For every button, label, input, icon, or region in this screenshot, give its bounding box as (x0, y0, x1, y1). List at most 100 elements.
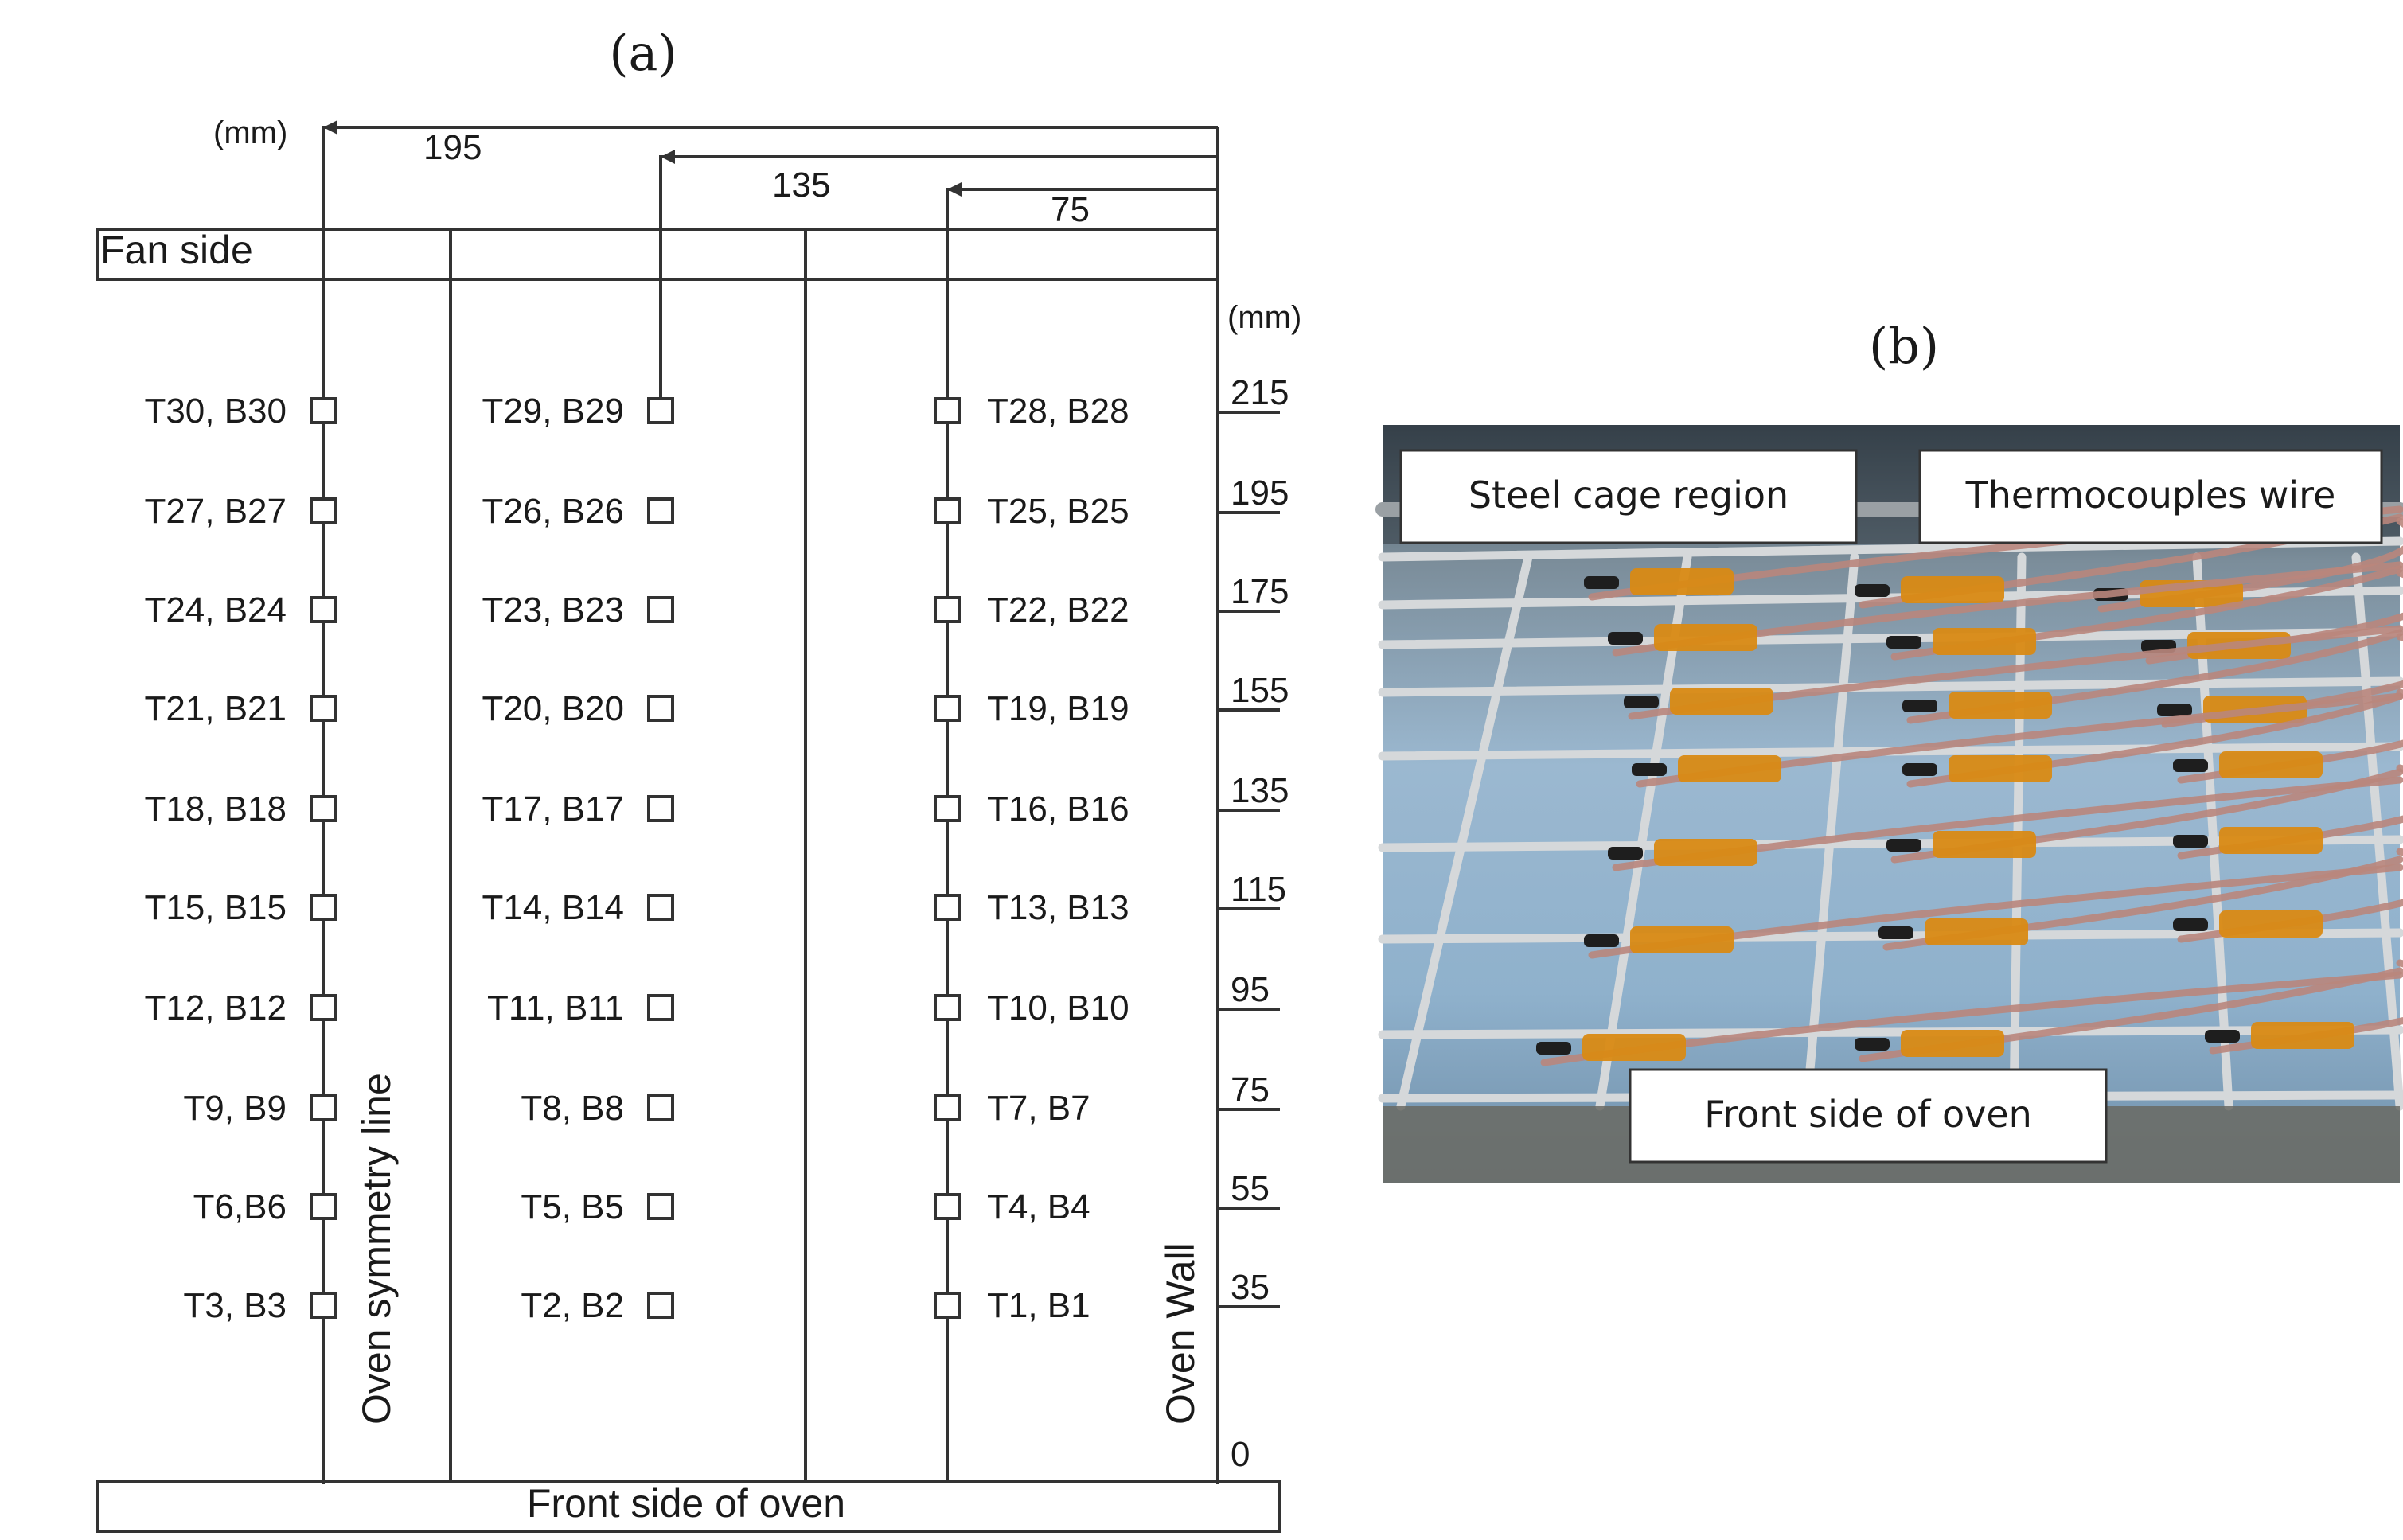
sensor-left-6: T15, B15 (144, 888, 337, 927)
sensor-marker (647, 596, 674, 623)
sensor-label: T8, B8 (521, 1089, 624, 1128)
sensor-marker (647, 1292, 674, 1319)
sensor-right-3: T22, B22 (934, 591, 1129, 630)
sensor-left-7: T12, B12 (144, 988, 337, 1027)
front-side-box (96, 1480, 1281, 1533)
sensor-marker (647, 497, 674, 524)
symmetry-label: Oven symmetry line (354, 1073, 399, 1425)
sensor-right-4: T19, B19 (934, 689, 1129, 728)
sensor-label: T3, B3 (183, 1286, 287, 1325)
panel-a: (a) (mm) 195 135 75 Fan side Oven symmet… (96, 24, 1301, 1533)
wall-unit-label: (mm) (1227, 300, 1301, 335)
distance-label-195: 195 (423, 128, 482, 167)
wall-scale-label: 35 (1231, 1268, 1270, 1307)
sensor-marker (310, 397, 337, 424)
sensor-right-1: T28, B28 (934, 392, 1129, 431)
sensor-marker (934, 1292, 961, 1319)
sensor-marker (934, 695, 961, 722)
sensor-label: T5, B5 (521, 1187, 624, 1226)
sensor-marker (934, 1193, 961, 1220)
sensor-label: T20, B20 (482, 689, 624, 728)
sensor-label: T27, B27 (144, 492, 287, 531)
wall-scale-label: 215 (1231, 373, 1289, 412)
sensor-label: T4, B4 (987, 1187, 1090, 1226)
sensor-marker (310, 497, 337, 524)
arrow-heads (323, 120, 962, 197)
sensor-label: T11, B11 (487, 988, 624, 1027)
sensor-label: T28, B28 (987, 392, 1129, 431)
sensor-left-1: T30, B30 (144, 392, 337, 431)
sensor-label: T9, B9 (183, 1089, 287, 1128)
sensor-marker (310, 695, 337, 722)
wall-scale-label: 195 (1231, 474, 1289, 513)
sensor-marker (310, 1292, 337, 1319)
sensor-mid-8: T8, B8 (521, 1089, 674, 1128)
wall-scale-label: 55 (1231, 1169, 1270, 1208)
sensor-marker (310, 596, 337, 623)
shelf-lines (449, 229, 807, 1482)
wall-label: Oven Wall (1158, 1242, 1203, 1425)
sensor-left-10: T3, B3 (183, 1286, 337, 1325)
sensor-right-2: T25, B25 (934, 492, 1129, 531)
sensor-label: T21, B21 (144, 689, 287, 728)
sensor-marker (934, 596, 961, 623)
sensor-left-2: T27, B27 (144, 492, 337, 531)
sensor-label: T26, B26 (482, 492, 624, 531)
sensor-marker (934, 1094, 961, 1121)
sensor-mid-4: T20, B20 (482, 689, 674, 728)
sensor-marker (310, 894, 337, 921)
sensor-right-5: T16, B16 (934, 789, 1129, 828)
sensor-label: T6,B6 (193, 1187, 287, 1226)
sensor-marker (647, 695, 674, 722)
sensor-label: T15, B15 (144, 888, 287, 927)
sensor-marker (934, 497, 961, 524)
sensor-marker (310, 1193, 337, 1220)
sensor-marker (934, 795, 961, 822)
fan-side-label: Fan side (100, 228, 253, 272)
callout-front-text: Front side of oven (1704, 1093, 2032, 1136)
sensor-right-10: T1, B1 (934, 1286, 1090, 1325)
wall-scale-label: 95 (1231, 970, 1270, 1009)
sensor-label: T2, B2 (521, 1286, 624, 1325)
sensor-label: T18, B18 (144, 789, 287, 828)
sensor-label: T16, B16 (987, 789, 1129, 828)
distance-label-135: 135 (772, 166, 830, 205)
wall-scale-label: 135 (1231, 771, 1289, 810)
sensor-label: T29, B29 (482, 392, 624, 431)
wall-scale-label: 75 (1231, 1070, 1270, 1109)
sensor-label: T23, B23 (482, 591, 624, 630)
fan-side-box (96, 228, 1219, 281)
sensor-marker (310, 1094, 337, 1121)
wall-scale-label: 115 (1231, 870, 1286, 909)
sensor-mid-10: T2, B2 (521, 1286, 674, 1325)
sensor-marker (647, 1094, 674, 1121)
sensor-left-9: T6,B6 (193, 1187, 337, 1226)
sensor-label: T12, B12 (144, 988, 287, 1027)
sensor-mid-3: T23, B23 (482, 591, 674, 630)
sensor-label: T7, B7 (987, 1089, 1090, 1128)
sensor-label: T13, B13 (987, 888, 1129, 927)
callout-wire: Thermocouples wire (1918, 449, 2383, 544)
sensor-marker (647, 994, 674, 1021)
sensor-label: T30, B30 (144, 392, 287, 431)
sensor-mid-9: T5, B5 (521, 1187, 674, 1226)
sensor-label: T17, B17 (482, 789, 624, 828)
sensor-marker (647, 1193, 674, 1220)
sensor-label: T1, B1 (987, 1286, 1090, 1325)
sensor-mid-7: T11, B11 (487, 988, 674, 1027)
sensor-mid-5: T17, B17 (482, 789, 674, 828)
distance-label-75: 75 (1051, 190, 1090, 229)
sensor-left-8: T9, B9 (183, 1089, 337, 1128)
top-unit-label: (mm) (213, 115, 287, 150)
sensor-marker (647, 894, 674, 921)
wall-scale-label: 0 (1231, 1435, 1250, 1474)
callout-front: Front side of oven (1629, 1068, 2108, 1164)
front-side-label: Front side of oven (527, 1481, 845, 1526)
sensor-label: T22, B22 (987, 591, 1129, 630)
sensor-marker (934, 397, 961, 424)
callout-cage: Steel cage region (1399, 449, 1858, 544)
callout-cage-text: Steel cage region (1469, 474, 1789, 517)
